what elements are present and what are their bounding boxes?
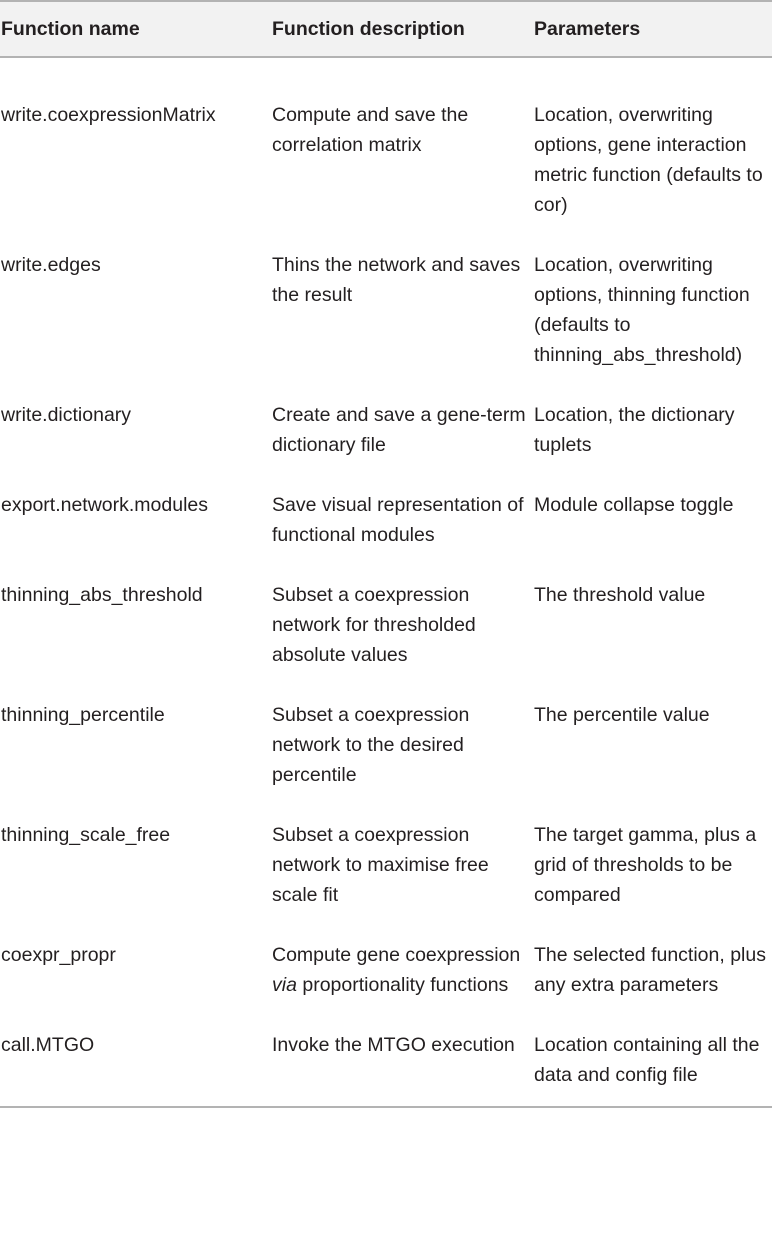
parameters-cell: Module collapse toggle — [534, 494, 734, 516]
function-name-cell: export.network.modules — [1, 494, 209, 516]
table-row: call.MTGO Invoke the MTGO execution Loca… — [0, 1030, 772, 1108]
parameters-cell: The selected function, plus any extra pa… — [534, 944, 766, 996]
table-header: Function name Function description Param… — [0, 0, 772, 58]
parameters-cell: The percentile value — [534, 704, 710, 726]
header-function-name: Function name — [0, 0, 272, 58]
function-description-cell: Thins the network and saves the result — [272, 254, 521, 306]
description-text-pre: Compute gene coexpression — [272, 944, 521, 966]
parameters-cell: Location, the dictionary tuplets — [534, 404, 735, 456]
function-name-cell: thinning_abs_threshold — [1, 584, 203, 606]
function-name-cell: coexpr_propr — [1, 944, 116, 966]
parameters-cell: Location, overwriting options, gene inte… — [534, 104, 763, 216]
table-row: write.coexpressionMatrix Compute and sav… — [0, 100, 772, 250]
header-function-description: Function description — [272, 0, 534, 58]
table-row: coexpr_propr Compute gene coexpression v… — [0, 940, 772, 1030]
function-name-cell: thinning_percentile — [1, 704, 165, 726]
parameters-cell: Location, overwriting options, thinning … — [534, 254, 750, 366]
spacer-row — [0, 57, 772, 100]
parameters-cell: The target gamma, plus a grid of thresho… — [534, 824, 757, 906]
table-row: thinning_scale_free Subset a coexpressio… — [0, 820, 772, 940]
function-name-cell: write.dictionary — [1, 404, 132, 426]
function-description-cell: Subset a coexpression network to the des… — [272, 704, 470, 786]
function-name-cell: write.coexpressionMatrix — [1, 104, 216, 126]
header-row: Function name Function description Param… — [0, 0, 772, 58]
table-row: write.edges Thins the network and saves … — [0, 250, 772, 400]
function-description-cell: Invoke the MTGO execution — [272, 1030, 534, 1108]
table-row: export.network.modules Save visual repre… — [0, 490, 772, 580]
table-row: thinning_percentile Subset a coexpressio… — [0, 700, 772, 820]
function-description-cell: Subset a coexpression network for thresh… — [272, 584, 476, 666]
parameters-cell: The threshold value — [534, 584, 706, 606]
function-description-cell: Subset a coexpression network to maximis… — [272, 824, 489, 906]
function-name-cell: thinning_scale_free — [1, 824, 171, 846]
function-description-cell: Compute gene coexpression via proportion… — [272, 940, 534, 1030]
function-name-cell: call.MTGO — [0, 1030, 272, 1108]
function-table: Function name Function description Param… — [0, 0, 772, 1108]
function-description-cell: Compute and save the correlation matrix — [272, 104, 469, 156]
table-row: write.dictionary Create and save a gene-… — [0, 400, 772, 490]
function-description-cell: Save visual representation of functional… — [272, 494, 524, 546]
function-description-cell: Create and save a gene-term dictionary f… — [272, 404, 526, 456]
table-body: write.coexpressionMatrix Compute and sav… — [0, 57, 772, 1108]
description-text-italic: via — [272, 974, 297, 996]
header-parameters: Parameters — [534, 0, 772, 58]
function-name-cell: write.edges — [1, 254, 101, 276]
parameters-cell: Location containing all the data and con… — [534, 1030, 772, 1108]
description-text-post: proportionality functions — [296, 974, 509, 996]
table-row: thinning_abs_threshold Subset a coexpres… — [0, 580, 772, 700]
